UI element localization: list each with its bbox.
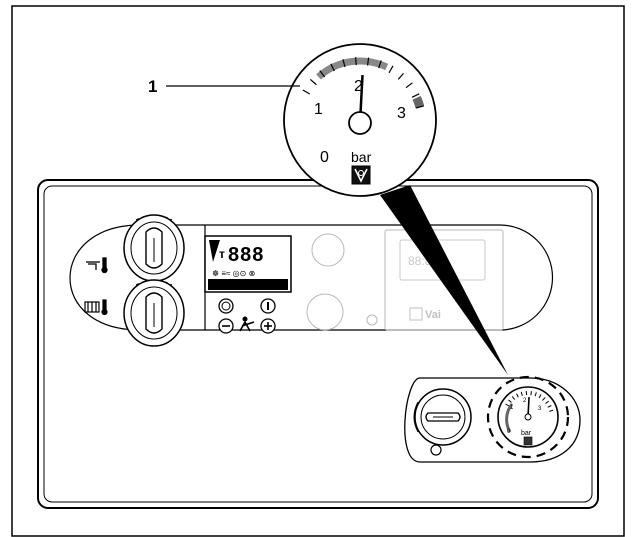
radiator-icon [84,299,108,316]
control-panel-outer [37,179,599,509]
hot-water-tap-icon [86,257,108,274]
lower-module-housing [404,377,581,463]
small-gauge-unit: bar [521,430,532,437]
gauge-tick [547,405,552,408]
gauge-tick [397,72,404,80]
operating-range-arc [316,57,389,80]
status-led [430,444,442,456]
gauge-tick [366,57,370,66]
gauge-label-0: 0 [320,149,329,166]
callout-number: 1 [148,77,157,96]
gauge-tick [549,409,554,412]
small-gauge-label-2: 2 [523,398,527,404]
chimney-sweep-icon[interactable] [239,316,255,332]
figure-frame [11,5,625,537]
gauge-tick [534,392,537,397]
main-switch-knob[interactable] [413,388,472,446]
pressure-gauge-magnified: 0 1 2 3 bar [283,43,437,197]
gauge-tick [405,82,413,89]
gauge-tick [530,391,532,396]
lcd-display: т 888 ☸ ≡≈ ◎⊙ ⊗ [204,235,292,293]
gauge-tick [411,93,420,98]
gauge-tick [355,57,357,66]
small-gauge-label-1: 1 [510,405,514,411]
plus-button[interactable] [260,318,276,334]
gauge-tick [520,391,523,396]
gauge-tick [330,63,335,72]
hot-water-knob[interactable] [123,214,185,282]
manufacturer-logo-icon [351,165,371,185]
display-digits: 888 [228,244,264,266]
magnification-beam [380,185,508,375]
gauge-tick [538,394,542,399]
gauge-tick [505,403,510,407]
info-button-left[interactable] [218,298,234,314]
brand-logo-text: Vai [425,309,441,321]
control-cover [204,224,554,331]
gauge-tick [516,393,519,398]
overpressure-mark [412,95,425,109]
gauge-tick [302,89,311,95]
gauge-label-3: 3 [397,105,406,122]
gauge-unit-label: bar [351,149,372,165]
gauge-tick [309,79,317,86]
small-pressure-gauge: 0 1 2 3 bar [486,375,570,459]
minus-button[interactable] [218,318,234,334]
gauge-tick [542,397,546,401]
gauge-tick [388,65,394,74]
gauge-tick [319,70,326,78]
gauge-tick [378,60,382,69]
knob-housing-left [69,224,205,331]
gauge-label-2: 2 [354,78,363,95]
gauge-tick [508,399,512,403]
heating-knob[interactable] [123,279,185,347]
small-gauge-label-3: 3 [538,406,542,412]
display-status-row: ☸ ≡≈ ◎⊙ ⊗ [212,269,255,278]
gauge-tick [415,105,424,109]
info-button-right[interactable] [260,298,276,314]
gauge-label-1: 1 [314,101,323,118]
small-gauge-label-0: 0 [507,429,511,435]
control-panel-inner [43,185,593,503]
gauge-tick [511,396,516,400]
gauge-tick [545,400,549,405]
gauge-tick [342,59,346,68]
display-left-symbol: т [219,247,225,261]
